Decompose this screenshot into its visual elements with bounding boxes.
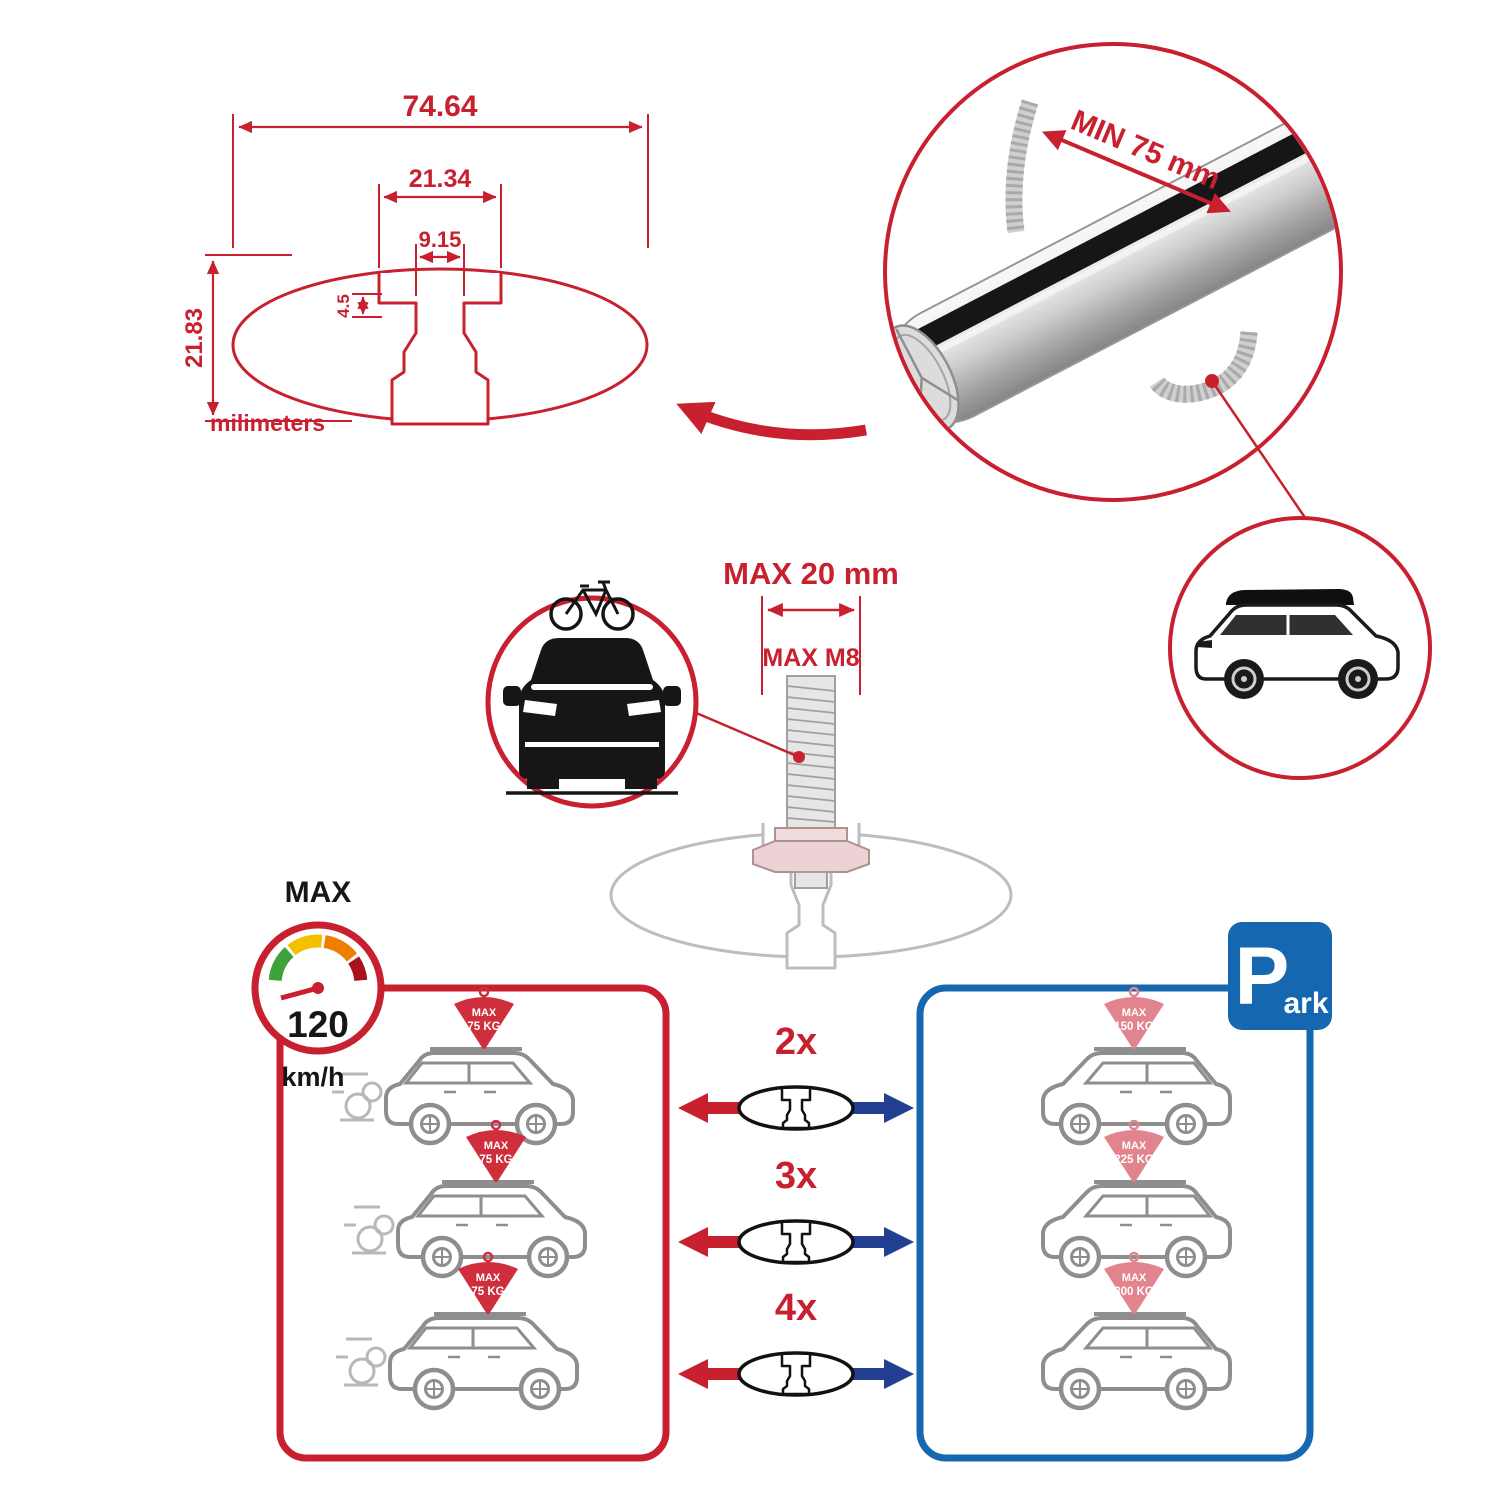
flag-line1: MAX <box>484 1140 509 1152</box>
max-bolt-label: MAX M8 <box>762 644 859 672</box>
flag-line1: MAX <box>476 1272 501 1284</box>
drive-flag-1: MAX 75 KG <box>454 986 514 1049</box>
drive-flag-2: MAX 75 KG <box>466 1119 526 1182</box>
speed-value: 120 <box>287 1004 349 1045</box>
roofbox-car-circle <box>1168 516 1432 780</box>
park-flag-2: MAX 225 KG <box>1104 1119 1164 1182</box>
gauge-needle <box>280 985 319 1001</box>
dim-step-depth-label: 4.5 <box>334 294 353 318</box>
aluminum-bar <box>887 92 1339 432</box>
crossbar-section-drawing: 74.64 21.34 9.15 21.83 4.5 milimeters <box>181 90 649 436</box>
flag-line2: 300 KG <box>1114 1286 1154 1298</box>
max-width-label: MAX 20 mm <box>723 556 899 591</box>
flag-line2: 75 KG <box>467 1021 500 1033</box>
bolt-extension-lines <box>761 596 861 695</box>
flag-line2: 75 KG <box>479 1154 512 1166</box>
dim-channel-width-label: 21.34 <box>409 165 472 193</box>
row-count-label: 2x <box>775 1021 817 1063</box>
crossbar-section-icon <box>737 1351 855 1397</box>
park-flag-3: MAX 300 KG <box>1104 1251 1164 1314</box>
park-sign-plate <box>1228 922 1332 1030</box>
gauge-arc-orange <box>323 935 358 962</box>
row-count-label: 3x <box>775 1155 817 1197</box>
drive-flag-3: MAX 75 KG <box>458 1251 518 1314</box>
car-front-icon <box>503 638 681 795</box>
gauge-hub <box>312 982 324 994</box>
speed-max-label: MAX <box>285 876 352 909</box>
flag-line1: MAX <box>1122 1140 1147 1152</box>
leader-line-bolt <box>693 710 800 759</box>
speed-unit: km/h <box>281 1062 344 1092</box>
crossbar-detail-circle: MIN 75 mm <box>883 42 1343 523</box>
flag-line2: 75 KG <box>471 1286 504 1298</box>
crossbar-section-icon <box>737 1085 855 1131</box>
row-count-label: 4x <box>775 1287 817 1329</box>
comparison-row-3: 4x <box>678 1287 914 1397</box>
comparison-row-1: 2x <box>678 1021 914 1131</box>
clamp-strap-left <box>1005 99 1039 234</box>
leader-line-to-car <box>1210 380 1310 523</box>
flag-line2: 150 KG <box>1114 1021 1154 1033</box>
flag-line2: 225 KG <box>1114 1154 1154 1166</box>
units-label: milimeters <box>210 410 325 436</box>
section-t-slot-profile <box>377 273 503 426</box>
speed-badge: MAX 120 km/h <box>251 876 385 1092</box>
park-flag-1: MAX 150 KG <box>1104 986 1164 1049</box>
comparison-panel: MAX 75 KG MAX 75 KG MAX 75 KG MAX 150 KG… <box>251 876 1332 1462</box>
bicycle-icon <box>549 580 635 631</box>
car-front-circle <box>485 580 699 809</box>
pointer-arrow-icon <box>676 401 867 441</box>
dim-slot-width-label: 9.15 <box>419 227 462 252</box>
park-letter: P <box>1235 931 1290 1022</box>
bolt-icon <box>752 675 870 889</box>
gauge-arc-yellow <box>287 934 323 956</box>
park-rest: ark <box>1283 987 1328 1020</box>
crossbar-section-icon <box>737 1219 855 1265</box>
flag-line1: MAX <box>1122 1272 1147 1284</box>
dim-total-height-label: 21.83 <box>181 308 208 368</box>
gauge-arc-green <box>268 947 294 982</box>
park-sign: P ark <box>1228 922 1332 1030</box>
roofbox-car-icon <box>1194 589 1400 699</box>
clamp-strap-right-lower <box>1149 331 1258 403</box>
bar-rubber-strip <box>906 92 1339 356</box>
mounting-detail: MAX 20 mm MAX M8 <box>485 556 1013 970</box>
comparison-row-2: 3x <box>678 1155 914 1265</box>
flag-line1: MAX <box>1122 1007 1147 1019</box>
dim-total-width-label: 74.64 <box>402 90 477 123</box>
gauge-arc-red <box>348 956 368 982</box>
bar-photo <box>887 92 1339 432</box>
min-span-arrow <box>1041 130 1231 214</box>
dimension-extension-lines <box>205 114 649 422</box>
flag-line1: MAX <box>472 1007 497 1019</box>
